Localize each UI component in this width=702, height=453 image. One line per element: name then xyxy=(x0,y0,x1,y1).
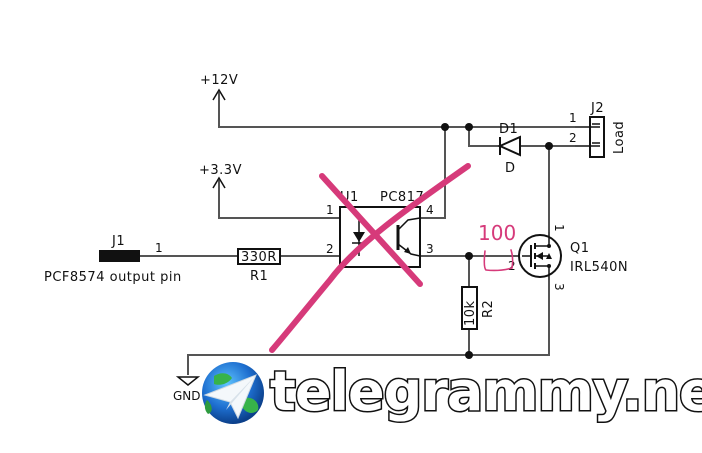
power-3v3-symbol: +3.3V xyxy=(199,163,242,189)
r1-ref: R1 xyxy=(250,269,268,284)
j1-pin-number: 1 xyxy=(155,241,163,255)
transistor-collector xyxy=(397,217,421,231)
junction-dot xyxy=(465,351,473,359)
q1-pin-1: 1 xyxy=(552,224,566,232)
telegram-globe-logo xyxy=(202,362,264,424)
d1-value: D xyxy=(505,161,516,176)
ground-icon xyxy=(175,376,201,386)
j1-description: PCF8574 output pin xyxy=(44,270,182,285)
q1-pin-3: 3 xyxy=(552,283,566,291)
wire-12v-rail xyxy=(218,92,575,128)
paper-plane-fold xyxy=(226,375,256,410)
j2-pin-1: 1 xyxy=(569,111,577,125)
resistor-r1: 330R R1 xyxy=(237,248,281,284)
j2-value: Load xyxy=(612,121,627,154)
globe-land xyxy=(242,397,259,413)
power-12v-label: +12V xyxy=(200,73,238,88)
resistor-r2: 10k R2 xyxy=(461,286,496,330)
connector-j2-body xyxy=(589,116,605,158)
cross-stroke xyxy=(269,163,471,353)
handwritten-value: 100 xyxy=(478,221,516,245)
gnd-label: GND xyxy=(173,389,201,403)
body-diode-icon xyxy=(546,253,552,259)
u1-part: PC817 xyxy=(380,190,424,205)
junction-dot xyxy=(547,264,551,268)
emitter-arrow-icon xyxy=(404,247,411,254)
d1-ref: D1 xyxy=(499,122,518,137)
junction-dot xyxy=(545,142,553,150)
junction-dot xyxy=(441,123,449,131)
u1-pin-3: 3 xyxy=(426,242,434,256)
diode-icon xyxy=(497,135,521,157)
j1-ref: J1 xyxy=(111,234,125,249)
connector-j1: J1 1 PCF8574 output pin xyxy=(44,234,182,285)
cross-stroke xyxy=(319,173,423,287)
u1-pin-2: 2 xyxy=(326,242,334,256)
connector-j2: J2 1 2 Load xyxy=(569,101,627,158)
r2-ref: R2 xyxy=(481,300,496,318)
watermark: telegrammy.net xyxy=(202,359,702,425)
wire-3v3-to-u1-pin1 xyxy=(218,180,340,219)
connector-j1-body xyxy=(99,250,140,262)
handwritten-annotation: 100 xyxy=(478,221,516,272)
globe-land xyxy=(204,400,212,414)
power-12v-symbol: +12V xyxy=(200,73,238,101)
j2-ref: J2 xyxy=(590,101,604,116)
arrow-up-icon xyxy=(212,88,226,101)
power-3v3-label: +3.3V xyxy=(199,163,242,178)
junction-dot xyxy=(465,123,473,131)
j2-pin-2: 2 xyxy=(569,131,577,145)
handwritten-box xyxy=(483,249,514,272)
resistor-r1-body xyxy=(237,248,281,265)
resistor-r2-body xyxy=(461,286,478,330)
junction-dot xyxy=(465,252,473,260)
diode-d1: D1 D xyxy=(497,122,521,176)
q1-ref: Q1 xyxy=(570,241,590,256)
led-diode-icon xyxy=(353,232,365,242)
mosfet-arrow-icon xyxy=(536,252,543,260)
junction-dot xyxy=(547,244,551,248)
watermark-text: telegrammy.net xyxy=(270,360,702,423)
paper-plane-icon xyxy=(203,374,257,420)
wire-d1-branch xyxy=(468,127,575,147)
q1-part: IRL540N xyxy=(570,260,628,275)
globe-land xyxy=(214,373,232,385)
u1-pin-1: 1 xyxy=(326,203,334,217)
wire-source-to-gnd xyxy=(187,280,550,375)
arrow-up-icon xyxy=(212,176,226,189)
wire-12v-to-u1-pin4 xyxy=(420,127,446,219)
mosfet-q1: Q1 IRL540N 1 2 3 xyxy=(508,224,628,291)
r1-value: 330R xyxy=(241,250,277,265)
u1-pin-4: 4 xyxy=(426,203,434,217)
cross-out-annotation xyxy=(269,163,471,353)
gnd-symbol: GND xyxy=(173,376,201,403)
r2-value: 10k xyxy=(463,300,478,326)
